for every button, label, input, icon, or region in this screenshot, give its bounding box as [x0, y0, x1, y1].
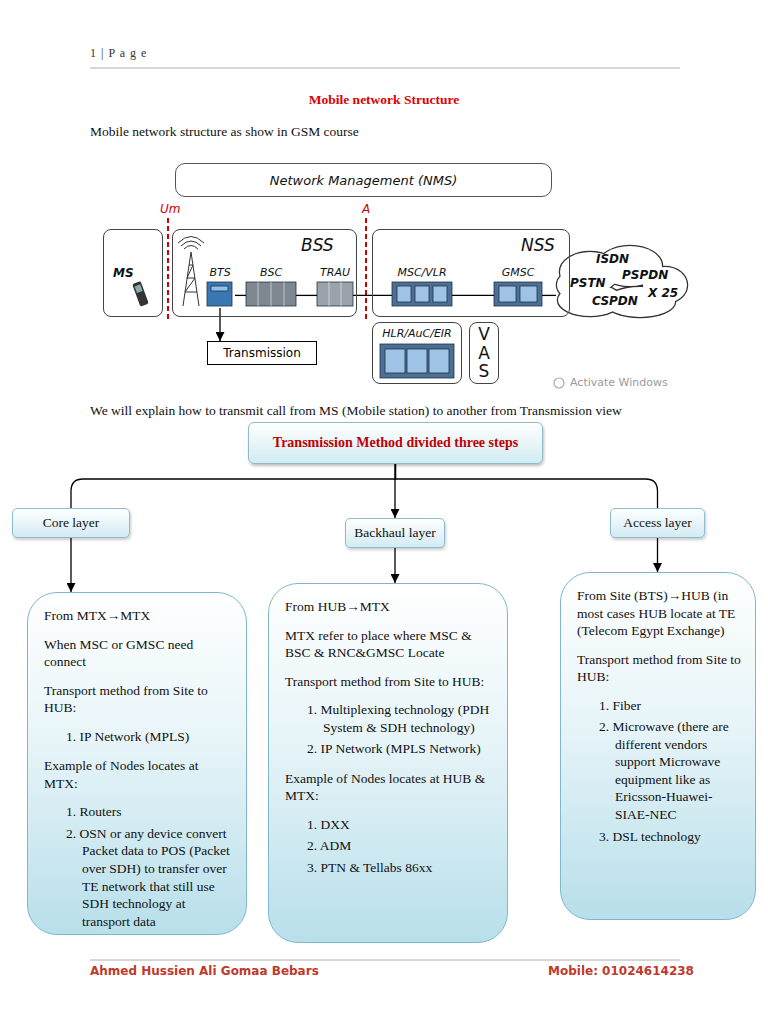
node-text: From Site (BTS)→HUB (in most cases HUB l… — [577, 587, 741, 640]
callout-box: Transmission — [207, 341, 317, 365]
page-title: Mobile network Structure — [0, 92, 768, 108]
node-text: Example of Nodes locates at MTX: — [44, 757, 232, 792]
connector — [542, 295, 556, 296]
node-text: MSC/VLR — [392, 266, 452, 279]
node-text: HLR/AuC/EIR — [373, 327, 461, 340]
node-text: 2. Microwave (there are different vendor… — [599, 718, 741, 823]
connector — [296, 295, 317, 296]
footer-phone: Mobile: 01024614238 — [548, 964, 694, 978]
content-box: From HUB→MTX MTX refer to place where MSC… — [268, 583, 508, 943]
node-text: 1. Fiber — [599, 697, 741, 715]
node-text: 1. IP Network (MPLS) — [66, 728, 232, 746]
connector — [452, 295, 494, 296]
node-text: Core layer — [43, 515, 100, 531]
content-box: From MTX→MTX When MSC or GMSC need connec… — [27, 592, 247, 935]
cloud-outline — [557, 246, 687, 317]
connector — [396, 464, 658, 508]
node-text: From MTX→MTX — [44, 607, 232, 625]
connector — [70, 538, 71, 592]
node-text: 2. OSN or any device convert Packet data… — [66, 825, 232, 930]
node-text: Transmission Method divided three steps — [273, 435, 518, 451]
interface-label: Um — [160, 202, 180, 216]
cloud-fill — [557, 246, 687, 317]
equipment-box: BTS — [205, 266, 235, 308]
equipment-box: MSC/VLR — [392, 266, 452, 308]
connector — [657, 538, 658, 572]
heading-box: Transmission Method divided three steps — [248, 422, 543, 464]
node-text: MS — [113, 266, 134, 280]
node-text: 3. DSL technology — [599, 828, 741, 846]
node-text: 3. PTN & Tellabs 86xx — [307, 859, 493, 877]
node-text: MTX refer to place where MSC & BSC & RNC… — [285, 627, 493, 662]
layer-box: Access layer — [610, 508, 705, 538]
connector — [394, 548, 395, 583]
node-text: ISDN — [596, 252, 629, 266]
intro-text: Mobile network structure as show in GSM … — [90, 124, 359, 140]
subsystem-box: BSS BTS BSC TRAU — [172, 229, 357, 317]
node-text: 1. Routers — [66, 803, 232, 821]
network-cloud: ISDN PSPDN PSTN X 25 CSPDN — [556, 246, 688, 318]
node-text: Transport method from Site to HUB: — [577, 651, 741, 686]
node-text: 1. Multiplexing technology (PDH System &… — [307, 701, 493, 736]
service-box: V A S — [469, 322, 499, 384]
interface-label: A — [362, 202, 370, 216]
connector — [235, 295, 246, 296]
equipment-box: GMSC — [494, 266, 542, 308]
node-text: BSS — [301, 235, 334, 255]
node-text: When MSC or GMSC need connect — [44, 636, 232, 671]
node-text: V A S — [476, 325, 493, 381]
equipment-box: BSC — [246, 266, 296, 308]
node-text: PSTN — [570, 276, 606, 290]
node-text: 1. DXX — [307, 816, 493, 834]
node-text: X 25 — [648, 286, 678, 300]
node-text: Transmission — [223, 346, 301, 360]
node-text: Example of Nodes locates at HUB & MTX: — [285, 770, 493, 805]
node-text: 2. IP Network (MPLS Network) — [307, 740, 493, 758]
layer-box: Backhaul layer — [345, 518, 445, 548]
um-interface-line — [167, 218, 169, 320]
node-text: CSPDN — [592, 294, 638, 308]
mobile-phone — [132, 281, 149, 307]
node-text: BTS — [205, 266, 235, 279]
header-rule — [90, 68, 680, 69]
node-text: NSS — [521, 235, 555, 255]
node-text: From HUB→MTX — [285, 598, 493, 616]
node-text: Network Management (NMS) — [270, 173, 458, 188]
station-box: MS — [103, 229, 163, 317]
footer-author: Ahmed Hussien Ali Gomaa Bebars — [90, 964, 319, 978]
node-text: GMSC — [494, 266, 542, 279]
node-text: TRAU — [317, 266, 353, 279]
management-bar: Network Management (NMS) — [175, 163, 552, 197]
watermark-icon — [554, 378, 564, 388]
node-text: Access layer — [623, 515, 692, 531]
content-box: From Site (BTS)→HUB (in most cases HUB l… — [560, 572, 756, 920]
footer-rule — [90, 960, 680, 961]
node-text: BSC — [246, 266, 296, 279]
subsystem-box: NSS MSC/VLR GMSC — [372, 229, 570, 317]
a-interface-line — [365, 218, 367, 320]
connector — [219, 308, 220, 341]
node-text: 2. ADM — [307, 837, 493, 855]
body-text: We will explain how to transmit call fro… — [90, 403, 622, 419]
connector — [71, 464, 396, 508]
node-text: Transport method from Site to HUB: — [44, 682, 232, 717]
equipment-icons — [207, 282, 542, 378]
node-text: Backhaul layer — [354, 525, 435, 541]
node-text: PSPDN — [622, 268, 668, 282]
bts-tower — [178, 237, 204, 307]
layer-box: Core layer — [12, 508, 130, 538]
watermark: Activate Windows — [570, 376, 668, 389]
page-number: 1 | P a g e — [90, 46, 147, 61]
node-text: Transport method from Site to HUB: — [285, 673, 493, 691]
database-box: HLR/AuC/EIR — [372, 322, 462, 384]
equipment-box: TRAU — [317, 266, 353, 308]
